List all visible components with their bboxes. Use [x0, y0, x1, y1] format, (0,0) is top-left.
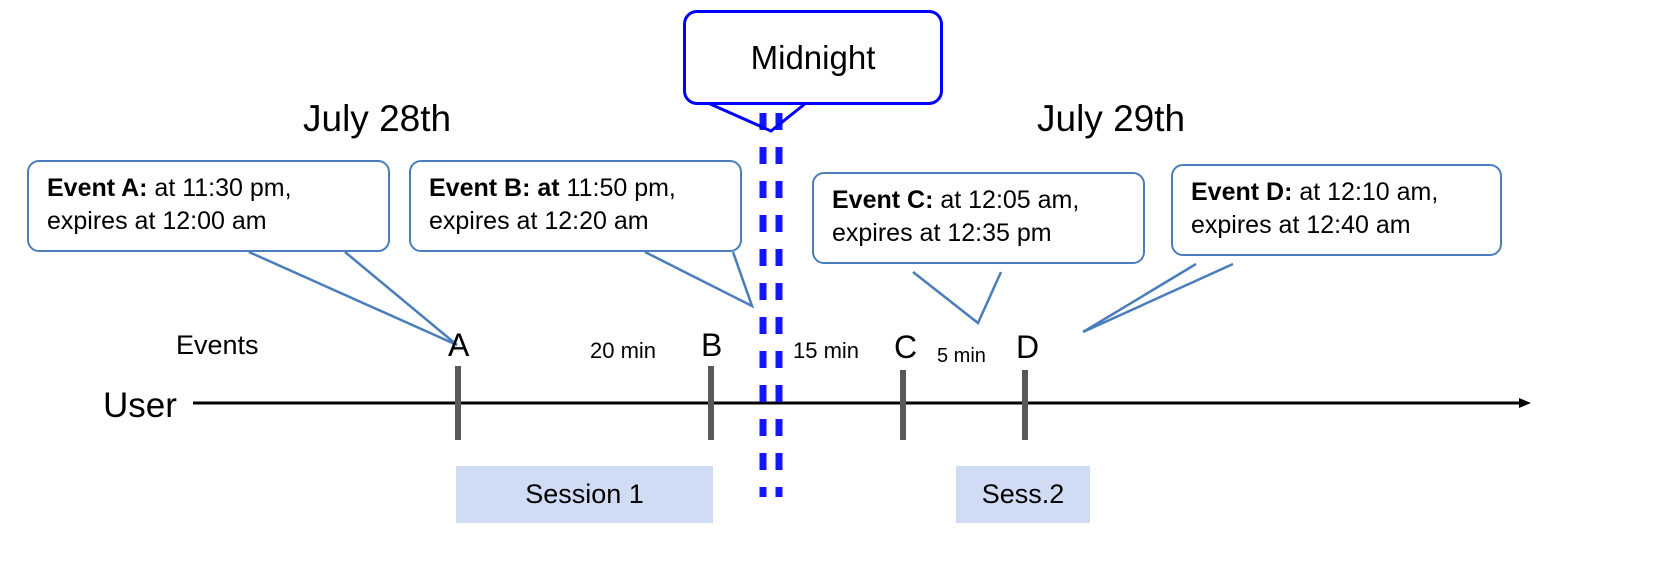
event-callout-a-line1: Event A: at 11:30 pm,	[47, 172, 374, 205]
session-block-2: Sess.2	[956, 466, 1090, 523]
event-letter-c: C	[894, 329, 918, 365]
event-callout-a-time: at 11:30 pm,	[147, 174, 292, 202]
event-callout-d: Event D: at 12:10 am, expires at 12:40 a…	[1171, 164, 1502, 256]
event-letter-b: B	[701, 327, 723, 363]
event-callout-c-line1: Event C: at 12:05 am,	[832, 184, 1129, 217]
event-letter-a: A	[448, 327, 470, 363]
event-callout-b-title: Event B: at	[429, 174, 560, 202]
event-callout-d-line1: Event D: at 12:10 am,	[1191, 176, 1486, 209]
event-b-leader	[644, 250, 755, 309]
event-callout-d-title: Event D:	[1191, 178, 1293, 206]
gap-label-a-b: 20 min	[590, 338, 657, 363]
event-callout-c: Event C: at 12:05 am, expires at 12:35 p…	[812, 172, 1145, 264]
event-callout-b: Event B: at 11:50 pm, expires at 12:20 a…	[409, 160, 742, 252]
event-callout-a: Event A: at 11:30 pm, expires at 12:00 a…	[27, 160, 390, 252]
user-row-label: User	[103, 386, 177, 425]
session-block-1-label: Session 1	[525, 479, 644, 509]
event-callout-a-title: Event A:	[47, 174, 148, 202]
event-callout-d-time: at 12:10 am,	[1292, 178, 1439, 206]
event-callout-c-title: Event C:	[832, 186, 934, 214]
midnight-label: Midnight	[750, 39, 876, 76]
event-callout-b-line2: expires at 12:20 am	[429, 206, 649, 235]
gap-label-b-c: 15 min	[793, 338, 860, 363]
midnight-callout: Midnight	[683, 10, 943, 105]
event-a-leader	[248, 250, 458, 347]
event-callout-b-line1: Event B: at 11:50 pm,	[429, 172, 726, 205]
events-row-label: Events	[176, 330, 259, 360]
event-c-leader	[912, 271, 1003, 325]
event-callout-a-line2: expires at 12:00 am	[47, 206, 267, 235]
event-callout-c-time: at 12:05 am,	[933, 186, 1080, 214]
date-label-july-29: July 29th	[1037, 98, 1186, 139]
session-block-1: Session 1	[456, 466, 713, 523]
event-callout-c-line2: expires at 12:35 pm	[832, 218, 1052, 247]
event-callout-d-line2: expires at 12:40 am	[1191, 210, 1411, 239]
date-label-july-28: July 28th	[303, 98, 452, 139]
midnight-callout-tail	[707, 101, 807, 133]
event-d-leader	[1082, 262, 1234, 334]
event-callout-b-time: 11:50 pm,	[559, 174, 676, 202]
session-block-2-label: Sess.2	[981, 479, 1065, 509]
event-letter-d: D	[1016, 329, 1040, 365]
gap-label-c-d: 5 min	[937, 345, 986, 367]
